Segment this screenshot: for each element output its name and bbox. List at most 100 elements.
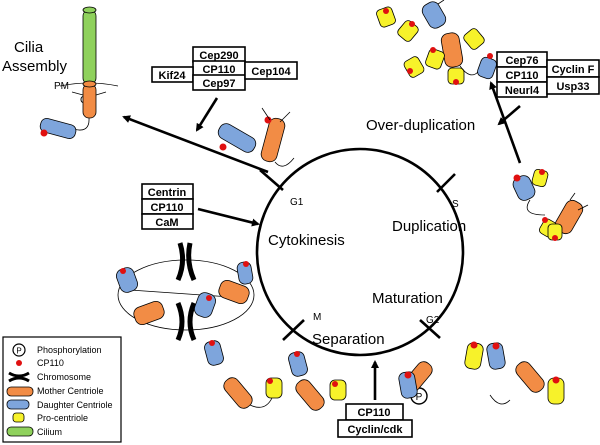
legend-label-phosphorylation: Phosphorylation (37, 345, 102, 355)
appendage (437, 0, 445, 5)
legend-label-daughter: Daughter Centriole (37, 400, 113, 410)
duplication-centrioles (512, 168, 589, 241)
s-tick (436, 173, 456, 193)
appendage (71, 91, 84, 96)
maturation-centrioles (398, 341, 565, 405)
appendage (577, 204, 589, 211)
mother-centriole-top (82, 80, 97, 88)
cp110-dot (40, 129, 48, 137)
cp110-dot (430, 47, 436, 53)
cp110-dot (294, 351, 300, 357)
daughter-centriole (398, 371, 418, 399)
box-frame (141, 213, 194, 230)
cp110-dot (332, 381, 338, 387)
cilium-icon (6, 426, 34, 437)
overdup-regulator-boxes: Cep76 CP110 Cyclin F Neurl4 Usp33 (496, 51, 600, 98)
cp110-dot (243, 261, 249, 267)
cp110-dot (487, 53, 493, 59)
cytokinesis-label: Cytokinesis (268, 232, 345, 249)
maturation-label: Maturation (372, 290, 443, 307)
pm-label: PM (54, 81, 69, 92)
phosphorylation-icon (12, 343, 26, 357)
linker (274, 157, 295, 167)
box-frame (546, 76, 600, 95)
cp110-label: CP110 (505, 70, 538, 82)
m-label: M (313, 312, 321, 323)
cilia-assembly-line2: Assembly (2, 58, 68, 75)
cep290-label: Cep290 (199, 50, 238, 62)
cp110-dot (409, 21, 415, 27)
appendage (279, 111, 291, 123)
chromosome-icon (175, 242, 197, 282)
kif24-label: Kif24 (159, 70, 187, 82)
mother-centriole (82, 83, 97, 119)
legend-label-cp110: CP110 (37, 358, 64, 368)
legend-label-cilium: Cilium (37, 427, 62, 437)
pro-centriole (376, 6, 396, 28)
arrow-to-g0 (122, 115, 269, 174)
cp110-dot (407, 68, 413, 74)
cp110-dot (206, 295, 212, 301)
appendage (95, 91, 107, 96)
linker (526, 199, 546, 216)
cilium-tip (82, 6, 97, 14)
chromosome-icon (8, 371, 30, 383)
cp110-dot (513, 174, 521, 182)
mother-centriole (515, 361, 545, 393)
g1-tick (259, 169, 284, 191)
pro-centriole (425, 48, 445, 70)
mother-centriole (260, 117, 286, 163)
cp110-dot (209, 340, 215, 346)
daughter-centriole (217, 123, 257, 153)
pro-centriole (397, 20, 419, 42)
cp110-dot (552, 235, 558, 241)
daughter-centriole (421, 1, 447, 29)
cam-label: CaM (155, 217, 178, 229)
cp110-label: CP110 (202, 64, 235, 76)
legend-label-chromosome: Chromosome (37, 372, 91, 382)
cep76-label: Cep76 (505, 55, 538, 67)
daughter-centriole-icon (6, 399, 30, 410)
mother-centriole-icon (6, 386, 34, 397)
usp33-label: Usp33 (556, 81, 589, 93)
legend-phospho-symbol: P (16, 347, 21, 356)
cp110-dot (219, 143, 227, 151)
cp110-dot (542, 217, 548, 223)
cp110-label: CP110 (357, 407, 390, 419)
cell-cycle-circle (255, 147, 465, 357)
cp110-dot (267, 378, 273, 384)
cp110-dot (552, 376, 560, 384)
cp110-dot (453, 79, 459, 85)
appendage (569, 192, 576, 201)
chromosome-icon (175, 302, 197, 342)
phospho-symbol: P (416, 392, 423, 403)
cyclin-f-label: Cyclin F (552, 64, 595, 76)
spindle-outline (117, 259, 255, 331)
cilium-shape (82, 9, 97, 85)
cilia-assembly-line1: Cilia (14, 39, 44, 56)
separation-regulator-boxes: P CP110 Cyclin/cdk (337, 387, 428, 438)
cp110-dot (120, 268, 126, 274)
mother-centriole (223, 377, 253, 409)
g1-regulator-boxes: Centrin CP110 CaM (141, 183, 194, 230)
cyclin-cdk-label: Cyclin/cdk (347, 424, 403, 436)
daughter-centriole (236, 261, 254, 285)
g1-centriole-pair (217, 107, 295, 167)
linker (489, 394, 511, 405)
linker (459, 65, 479, 76)
separation-label: Separation (312, 331, 385, 348)
s-label: S (452, 199, 459, 210)
pro-centriole-icon (12, 412, 25, 423)
ciliated-centriole-group (39, 6, 119, 139)
g1-label: G1 (290, 197, 304, 208)
pro-centriole (403, 56, 425, 78)
mother-centriole (295, 379, 325, 411)
mother-centriole (218, 279, 250, 305)
cp110-dot (539, 169, 545, 175)
m-tick (282, 319, 305, 341)
over-duplicated-cluster (376, 0, 497, 85)
cp110-dot (383, 8, 389, 14)
cp110-dot (404, 371, 412, 379)
legend-label-mother: Mother Centriole (37, 386, 104, 396)
mother-centriole (133, 300, 165, 326)
